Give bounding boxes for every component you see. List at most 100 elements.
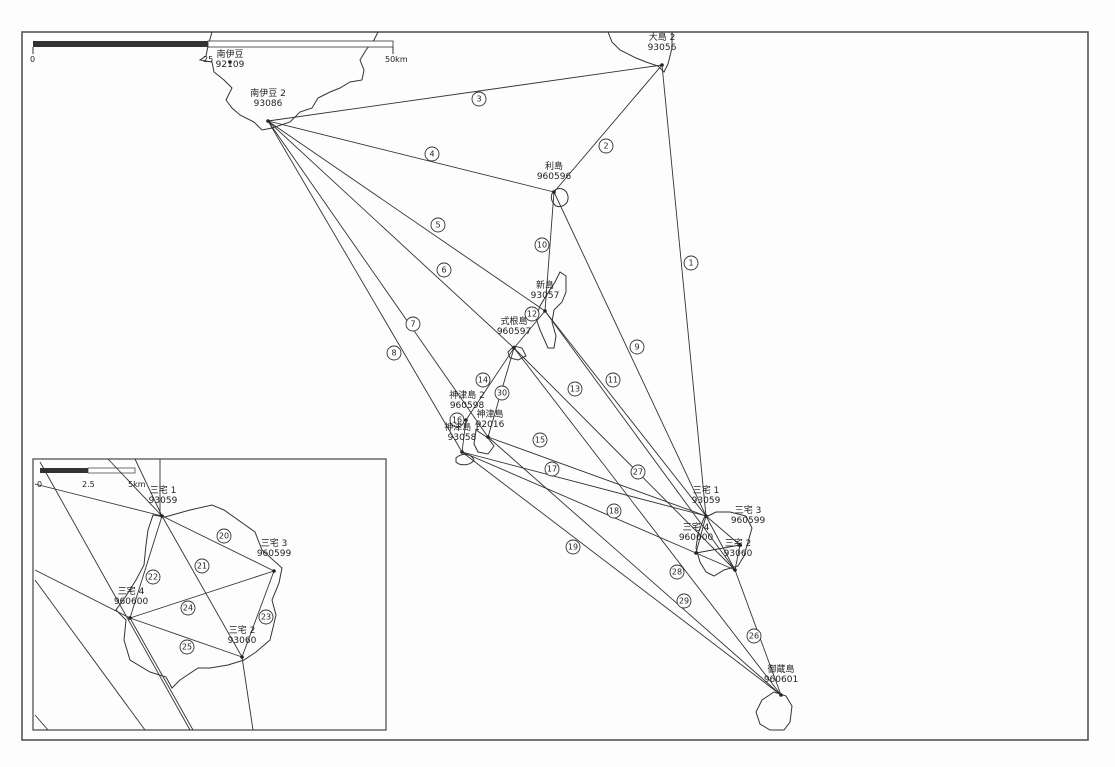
baseline-number-28: 28 [669, 564, 685, 580]
station-name: 三宅 3 [261, 537, 288, 549]
coastline-toshima [550, 188, 569, 207]
station-name: 三宅 4 [118, 585, 145, 597]
number-text: 13 [570, 385, 580, 394]
number-text: 24 [183, 604, 193, 613]
station-code: 93056 [648, 43, 677, 53]
station-name: 南伊豆 2 [250, 87, 286, 99]
station-code: 960596 [537, 172, 572, 182]
baseline-12 [513, 310, 546, 349]
baseline-number-29: 29 [676, 593, 692, 609]
inset-baseline-number-25: 25 [179, 639, 195, 655]
number-text: 5 [435, 221, 440, 230]
scale-bar-dark-segment [33, 41, 208, 47]
station-point-icon [460, 450, 464, 454]
baseline-20 [705, 515, 741, 546]
baseline-19 [461, 451, 782, 696]
inset-scale-label-end: 5km [128, 480, 146, 489]
station-point-icon [228, 60, 232, 64]
baseline-number-16: 16 [449, 412, 465, 428]
inset-baseline-number-22: 22 [145, 569, 161, 585]
baseline-number-7: 7 [405, 316, 421, 332]
station-name: 御蔵島 [767, 663, 794, 675]
station-code: 92016 [476, 420, 505, 430]
number-circle [605, 372, 621, 388]
station-code: 93058 [448, 433, 477, 443]
baseline-17 [461, 451, 707, 517]
number-text: 10 [537, 241, 547, 250]
inset-through-line [129, 617, 194, 731]
inset-through-line [34, 714, 49, 731]
station-code: 93060 [228, 636, 257, 646]
station-code: 960600 [679, 533, 714, 543]
station-point-icon [486, 435, 490, 439]
scale-label-end: 50km [385, 55, 408, 64]
number-text: 28 [672, 568, 682, 577]
station-point-icon [128, 616, 132, 620]
inset-through-line [34, 569, 131, 619]
number-text: 7 [410, 320, 415, 329]
number-text: 26 [749, 632, 759, 641]
baseline-13 [513, 347, 736, 571]
number-circle [449, 412, 465, 428]
baseline-5 [267, 120, 546, 312]
station-point-icon [240, 655, 244, 659]
station-name: 神津島 2 [449, 389, 485, 401]
station-name: 神津島 [476, 408, 503, 420]
baseline-23 [734, 544, 741, 571]
baseline-number-10: 10 [534, 237, 550, 253]
number-circle [630, 464, 646, 480]
station-code: 92109 [216, 60, 245, 70]
inset-through-line [34, 579, 146, 731]
number-text: 21 [197, 562, 207, 571]
inset-through-line [107, 458, 163, 517]
station-code: 960600 [114, 597, 149, 607]
baseline-number-2: 2 [598, 138, 614, 154]
inset-frame [32, 458, 387, 731]
scale-label-mid: 25 [203, 55, 213, 64]
inset-baseline-24 [129, 570, 275, 619]
baseline-10 [544, 191, 555, 312]
number-circle [145, 569, 161, 585]
number-circle [544, 461, 560, 477]
inset-scale-label-start: 0 [37, 480, 42, 489]
station-point-icon [552, 190, 556, 194]
baseline-4 [267, 120, 555, 193]
station-point-icon [464, 418, 468, 422]
baseline-number-17: 17 [544, 461, 560, 477]
number-text: 1 [688, 259, 693, 268]
inset-coastline-miyake [115, 504, 283, 689]
number-text: 27 [633, 468, 643, 477]
number-text: 20 [219, 532, 229, 541]
number-text: 29 [679, 597, 689, 606]
number-circle [471, 91, 487, 107]
number-circle [534, 237, 550, 253]
station-code: 960599 [257, 549, 292, 559]
station-name: 三宅 1 [693, 484, 720, 496]
station-point-icon [160, 514, 164, 518]
baseline-29 [487, 436, 782, 696]
baseline-number-14: 14 [475, 372, 491, 388]
station-point-icon [512, 346, 516, 350]
baseline-1 [661, 64, 707, 517]
